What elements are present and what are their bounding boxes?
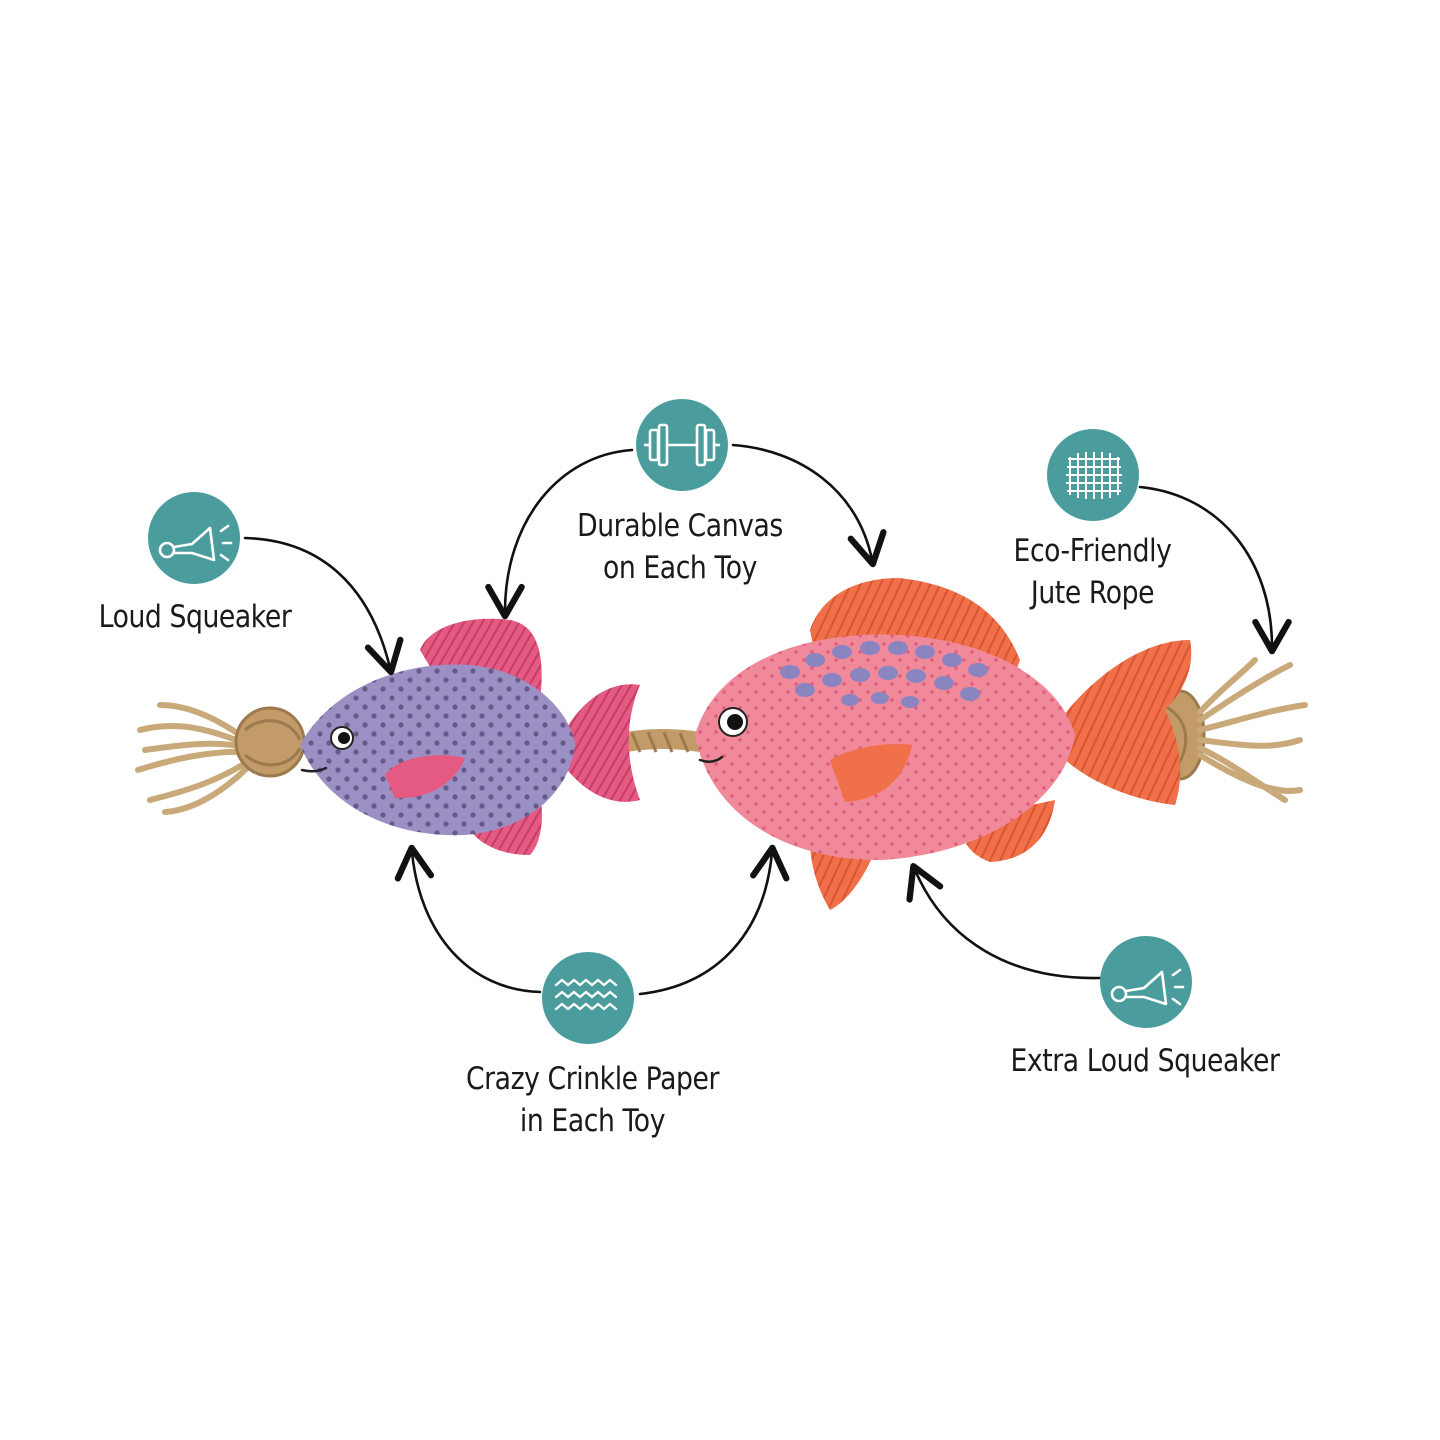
- horn-icon: [1110, 968, 1185, 1006]
- badge-extra-loud: [1100, 936, 1192, 1028]
- label-extra-loud-squeaker: Extra Loud Squeaker: [1010, 1043, 1280, 1079]
- big-fish-side-fin: [830, 743, 912, 802]
- rope-right-fray: [1197, 657, 1308, 803]
- badge-durable: [636, 399, 728, 491]
- jute-rope: [135, 657, 1308, 815]
- label-crinkle-paper: Crazy Crinkle Paper in Each Toy: [465, 1061, 720, 1139]
- small-fish: [300, 618, 640, 855]
- label-loud-squeaker: Loud Squeaker: [98, 599, 292, 635]
- callout-arrows: [243, 443, 1292, 996]
- arrow-crinkle-left: [394, 844, 542, 994]
- small-fish-tail: [560, 684, 640, 802]
- badge-loud-squeaker: [148, 492, 240, 584]
- label-durable-canvas: Durable Canvas on Each Toy: [577, 508, 783, 586]
- big-fish: [695, 578, 1192, 910]
- arrow-extra-loud: [906, 863, 1102, 980]
- rope-left-fray: [135, 702, 253, 815]
- arrow-durable-right: [731, 443, 887, 568]
- badge-crinkle: [542, 952, 634, 1044]
- arrow-loud-squeaker: [243, 536, 404, 676]
- big-fish-tail: [1060, 640, 1192, 805]
- rope-middle: [616, 729, 710, 752]
- dumbbell-icon: [644, 423, 720, 467]
- big-fish-spots: [780, 641, 988, 708]
- small-fish-side-fin: [385, 755, 465, 799]
- grid-mesh-icon: [1066, 452, 1122, 499]
- arrow-crinkle-right: [638, 844, 790, 996]
- horn-icon: [158, 524, 233, 562]
- label-eco-friendly: Eco-Friendly Jute Rope: [1013, 533, 1172, 611]
- waves-icon: [554, 978, 618, 1011]
- arrow-eco: [1138, 485, 1292, 655]
- arrow-durable-left: [485, 448, 634, 620]
- badge-eco: [1047, 429, 1139, 521]
